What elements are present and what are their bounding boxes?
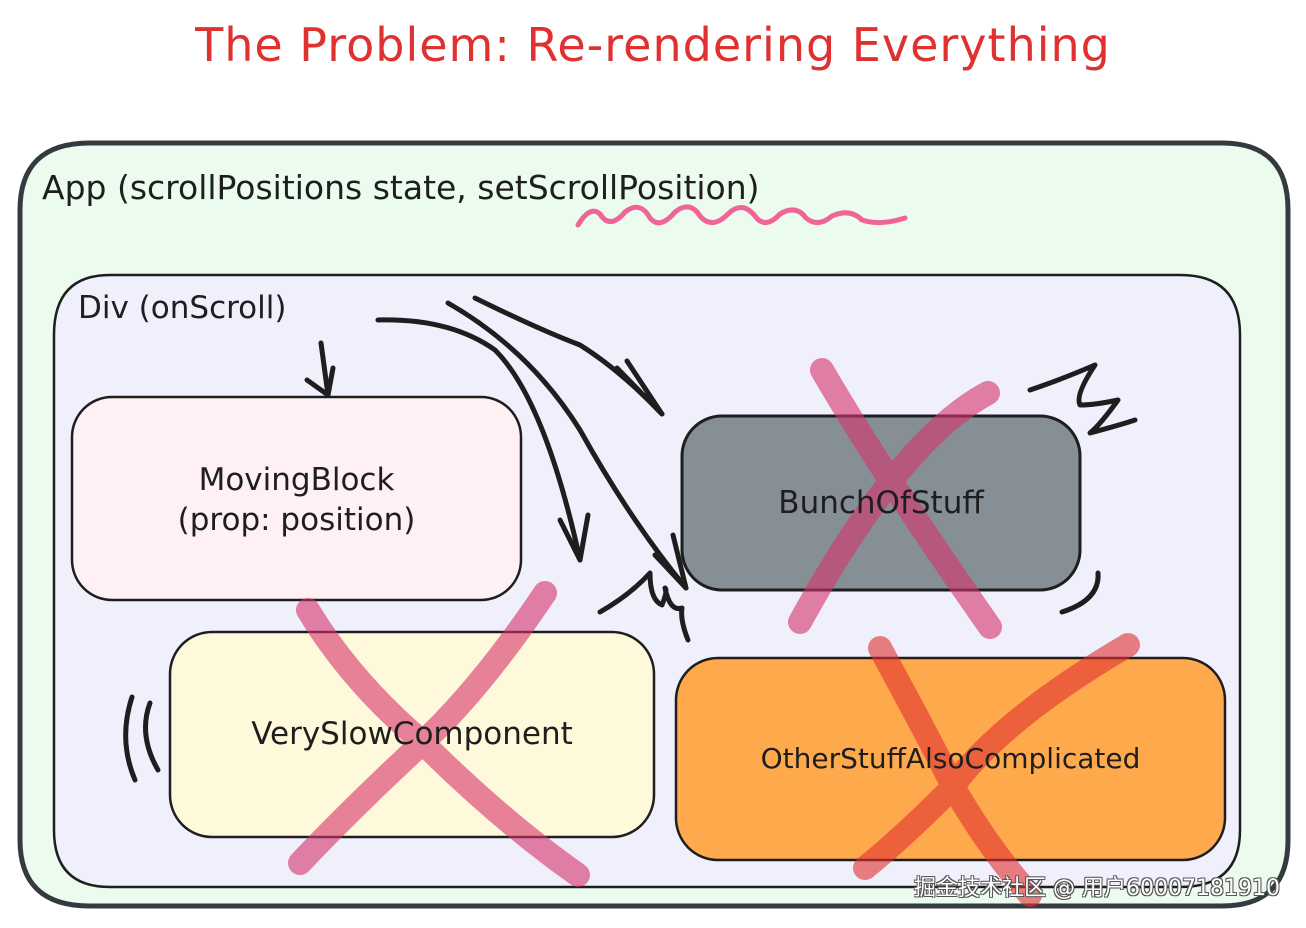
moving-block-prop: (prop: position) bbox=[177, 502, 416, 538]
moving-block-box bbox=[70, 395, 523, 602]
moving-block-name: MovingBlock bbox=[198, 461, 395, 498]
shake-mark-bunch-bottom bbox=[1059, 570, 1101, 615]
cross-mark-other-b bbox=[853, 633, 1140, 880]
diagram-title: The Problem: Re-rendering Everything bbox=[195, 18, 1111, 72]
watermark: 掘金技术社区 @ 用户60007181910 bbox=[914, 876, 1280, 901]
very-slow-component-label: VerySlowComponent bbox=[251, 716, 573, 753]
div-label: Div (onScroll) bbox=[78, 290, 287, 326]
highlight-squiggle bbox=[575, 204, 908, 228]
cross-mark-very-slow-b bbox=[288, 581, 557, 875]
shake-mark-very-slow-inner bbox=[143, 700, 161, 773]
arrow-head-bunch-of-stuff bbox=[614, 358, 665, 417]
app-label: App (scrollPositions state, setScrollPos… bbox=[42, 168, 760, 207]
arrow-to-other-stuff bbox=[445, 300, 689, 591]
other-stuff-label: OtherStuffAlsoComplicated bbox=[760, 741, 1141, 775]
arrow-to-very-slow bbox=[375, 317, 583, 563]
shake-mark-middle bbox=[597, 570, 691, 643]
shake-mark-very-slow-outer bbox=[123, 694, 138, 783]
cross-mark-bunch-b bbox=[788, 381, 1000, 634]
arrow-head-very-slow bbox=[557, 512, 591, 563]
bunch-of-stuff-label: BunchOfStuff bbox=[778, 484, 984, 521]
shake-mark-bunch-top bbox=[1027, 362, 1138, 436]
arrow-head-moving-block bbox=[304, 365, 336, 398]
moving-block-label: MovingBlock (prop: position) bbox=[72, 440, 521, 560]
arrow-head-other-stuff bbox=[652, 532, 689, 591]
arrow-to-moving-block bbox=[318, 340, 331, 398]
